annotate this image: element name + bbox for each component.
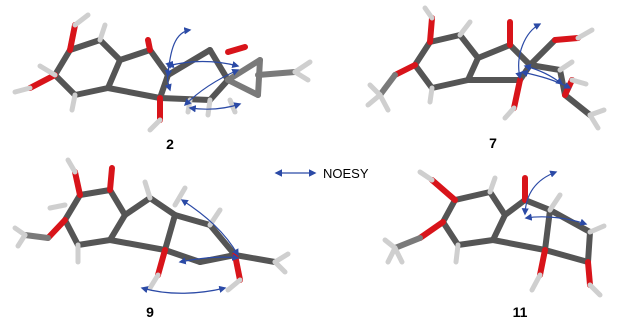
molecule-11 xyxy=(382,169,607,298)
compound-label-9: 9 xyxy=(146,304,154,320)
compound-label-7: 7 xyxy=(489,135,497,151)
molecule-2 xyxy=(12,12,313,133)
molecule-7 xyxy=(365,5,607,131)
compound-label-2: 2 xyxy=(166,136,174,152)
molecule-9 xyxy=(12,157,291,294)
legend-label: NOESY xyxy=(323,166,369,181)
noesy-legend: NOESY xyxy=(274,166,369,181)
compound-label-11: 11 xyxy=(513,304,528,320)
